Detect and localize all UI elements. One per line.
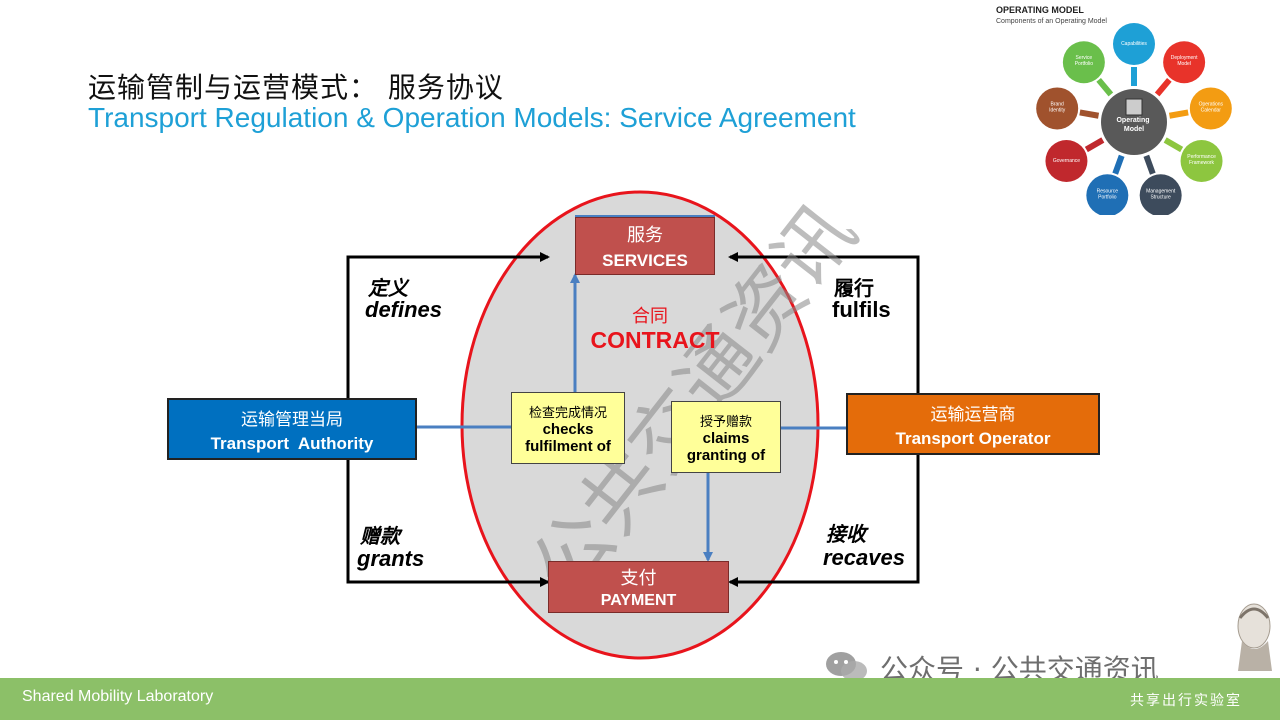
- operating-model-node: [1189, 87, 1232, 130]
- operator-label-cn: 运输运营商: [930, 404, 1016, 425]
- contract-label-cn: 合同: [632, 306, 668, 327]
- operating-model-center: [1101, 89, 1167, 155]
- defines-arrow: [346, 252, 550, 398]
- contract-label-en: CONTRACT: [590, 327, 720, 353]
- payment-label-en: PAYMENT: [600, 592, 677, 609]
- operating-model-connector: [1096, 77, 1114, 97]
- fulfils-arrow: [728, 252, 920, 393]
- checks-box: 检查完成情况 checks fulfilment of: [511, 392, 625, 464]
- authority-label-cn: 运输管理当局: [241, 409, 343, 430]
- portrait-image: [1237, 603, 1272, 671]
- payment-label-cn: 支付: [620, 568, 657, 589]
- operating-model-node: [1062, 41, 1105, 84]
- operator-label-en: Transport Operator: [895, 428, 1051, 448]
- operating-model-connector: [1154, 77, 1172, 97]
- operating-model-node: [1139, 174, 1182, 215]
- checks-label-cn: 检查完成情况: [528, 405, 607, 421]
- services-label-cn: 服务: [627, 225, 663, 246]
- grants-label-cn: 赠款: [360, 524, 400, 548]
- operating-model-node-label: Governance: [1053, 158, 1080, 164]
- transport-authority-box: 运输管理当局 Transport Authority: [167, 398, 417, 460]
- defines-label-cn: 定义: [368, 276, 408, 300]
- operating-model-node: [1036, 87, 1079, 130]
- svg-text:Operating Model: Operating Model: [1116, 117, 1151, 133]
- checks-label-en1: checks: [542, 420, 594, 438]
- page-title-en: Transport Regulation & Operation Models:…: [88, 102, 856, 133]
- operating-model-center-icon: [1125, 98, 1143, 116]
- operating-model-connector: [1112, 154, 1125, 175]
- grants-arrow: [346, 460, 550, 587]
- operating-model-connector: [1143, 154, 1156, 175]
- recaves-label-cn: 接收: [826, 522, 866, 546]
- transport-operator-box: 运输运营商 Transport Operator: [846, 393, 1100, 455]
- claims-label-cn: 授予赠款: [699, 414, 752, 430]
- defines-label-en: defines: [365, 297, 443, 322]
- checks-label-en2: fulfilment of: [525, 437, 611, 455]
- operating-model-node: [1045, 140, 1088, 182]
- operating-model-center-label-1: Operating: [1116, 117, 1149, 124]
- recaves-label-en: recaves: [823, 545, 905, 570]
- page-title-cn: 运输管制与运营模式： 服务协议: [88, 71, 504, 104]
- operating-model-node: [1180, 140, 1223, 182]
- operating-model-subtitle: Components of an Operating Model: [996, 18, 1107, 25]
- operating-model-connector: [1163, 137, 1184, 153]
- operating-model-connector: [1079, 109, 1100, 119]
- operating-model-connector: [1084, 137, 1105, 153]
- operating-model-connector: [1168, 109, 1189, 119]
- fulfils-label-cn: 履行: [834, 276, 874, 300]
- footer-lab-name-cn: 共享出行实验室: [1130, 693, 1242, 709]
- operating-model-title: OPERATING MODEL: [996, 5, 1084, 15]
- operating-model-node: [1113, 23, 1155, 65]
- fulfils-label-en: fulfils: [832, 297, 891, 322]
- grants-label-en: grants: [357, 546, 425, 571]
- authority-label-en: Transport Authority: [210, 433, 374, 453]
- operating-model-node-label: Capabilities: [1121, 41, 1147, 47]
- wechat-icon: [825, 650, 869, 684]
- services-label-en: SERVICES: [602, 251, 688, 270]
- claims-box: 授予赠款 claims granting of: [671, 401, 781, 473]
- claims-label-en2: granting of: [686, 446, 766, 464]
- services-box: 服务 SERVICES: [575, 217, 715, 275]
- contract-ellipse: [460, 190, 820, 660]
- payment-box: 支付 PAYMENT: [548, 561, 729, 613]
- footer-bar: [0, 678, 1280, 720]
- operating-model-node: [1163, 41, 1206, 84]
- footer-lab-name: Shared Mobility Laboratory: [22, 688, 214, 705]
- claims-label-en1: claims: [702, 429, 750, 447]
- recaves-arrow: [728, 455, 920, 587]
- operating-model-center-label-2: Model: [1124, 126, 1144, 133]
- operating-model-node: [1086, 174, 1129, 215]
